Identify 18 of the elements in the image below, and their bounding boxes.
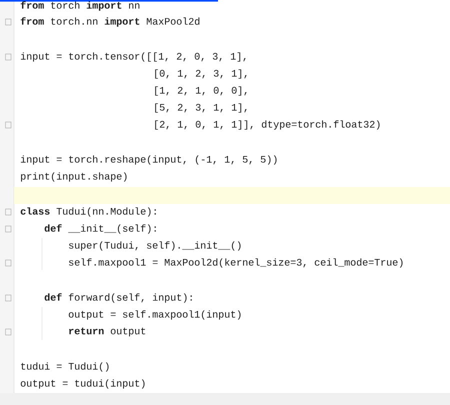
code-line: self.maxpool1 = MaxPool2d(kernel_size=3, ceil_mode=True) <box>69 258 403 268</box>
code-line: from torch import nn <box>20 1 140 11</box>
code-line: print(input.shape) <box>21 172 127 182</box>
code-line: class Tudui(nn.Module): <box>20 207 156 217</box>
code-line: [0, 1, 2, 3, 1], <box>155 69 247 79</box>
code-line: output = tudui(input) <box>20 379 145 389</box>
code-line: input = torch.tensor([[1, 2, 0, 3, 1], <box>20 52 246 62</box>
code-line: [1, 2, 1, 0, 0], <box>155 86 247 96</box>
code-line: output = self.maxpool1(input) <box>68 310 241 320</box>
code-line: def __init__(self): <box>44 224 156 234</box>
code-line: def forward(self, input): <box>44 293 192 303</box>
code-line: [2, 1, 0, 1, 1]], dtype=torch.float32) <box>155 120 380 130</box>
code-line: from torch.nn import MaxPool2d <box>20 17 200 27</box>
code-line: return output <box>69 328 146 336</box>
code-line: input = torch.reshape(input, (-1, 1, 5, 5)) <box>20 155 277 165</box>
code-line: super(Tudui, self).__init__() <box>69 241 241 251</box>
code-line: [5, 2, 3, 1, 1], <box>155 103 247 113</box>
code-line: tudui = Tudui() <box>21 362 109 372</box>
